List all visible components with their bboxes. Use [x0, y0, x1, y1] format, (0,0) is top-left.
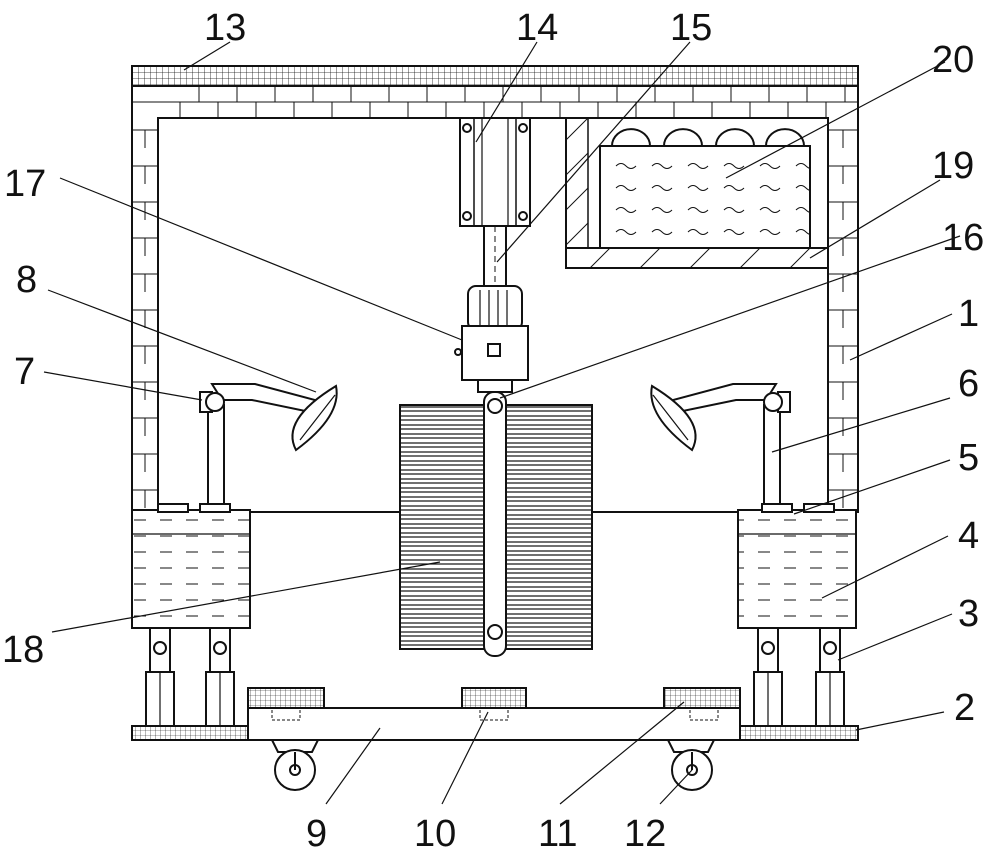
label-11: 11: [538, 813, 577, 855]
label-17: 17: [4, 163, 46, 205]
left-tank: [131, 503, 251, 629]
label-13: 13: [204, 7, 246, 49]
right-legs: [753, 627, 845, 727]
label-8: 8: [16, 259, 37, 301]
label-4: 4: [958, 515, 979, 557]
label-5: 5: [958, 437, 979, 479]
label-3: 3: [958, 593, 979, 635]
left-legs: [145, 627, 235, 727]
label-14: 14: [516, 7, 558, 49]
label-15: 15: [670, 7, 712, 49]
label-20: 20: [932, 39, 974, 81]
cylinder: [459, 117, 531, 287]
label-18: 18: [2, 629, 44, 671]
right-lamp: [650, 383, 791, 510]
label-12: 12: [624, 813, 666, 855]
label-1: 1: [958, 293, 979, 335]
left-lamp: [199, 383, 338, 510]
label-2: 2: [954, 687, 975, 729]
leader-lines: [43, 41, 961, 805]
top-plate: [131, 65, 859, 87]
label-16: 16: [942, 217, 984, 259]
part-labels: 13 14 15 20 19 16 17 1 8 7 6 5 4 3 2 18 …: [2, 7, 984, 855]
cart: [247, 687, 741, 791]
label-7: 7: [14, 351, 35, 393]
label-6: 6: [958, 363, 979, 405]
storage-box: [565, 117, 829, 269]
label-19: 19: [932, 145, 974, 187]
label-10: 10: [414, 813, 456, 855]
right-tank: [737, 503, 857, 629]
motor: [454, 285, 529, 393]
heat-sink: [399, 391, 593, 657]
label-9: 9: [306, 813, 327, 855]
